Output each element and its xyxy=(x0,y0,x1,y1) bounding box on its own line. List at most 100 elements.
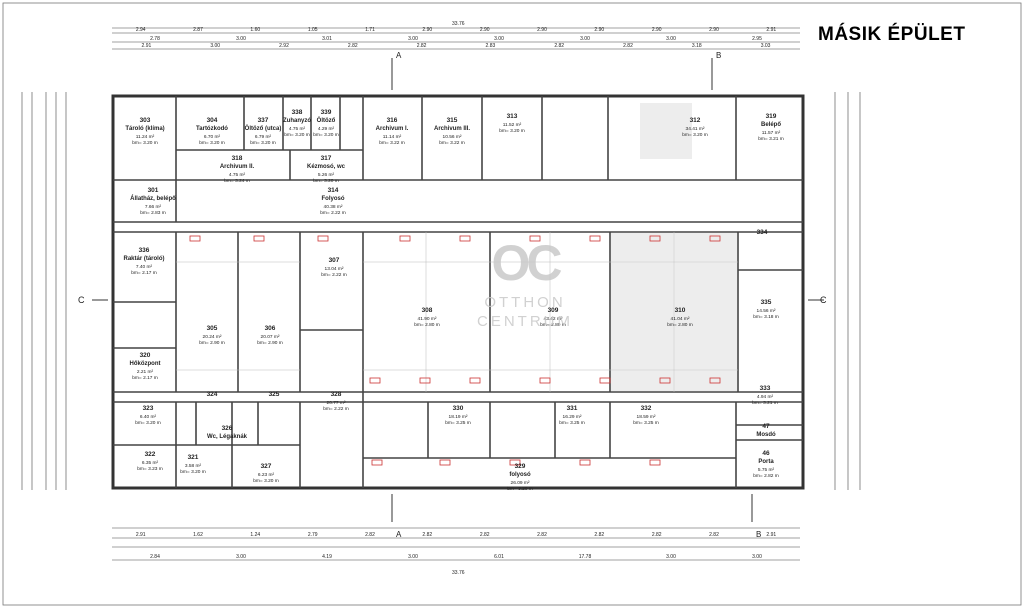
room-number: 303 xyxy=(140,117,151,124)
room-name: Belépő xyxy=(761,122,781,128)
room-name: Raktár (tároló) xyxy=(123,256,164,262)
room-ceiling-height: bm= 3.24 m xyxy=(224,178,249,184)
section-label-a-top: A xyxy=(396,51,402,60)
dimension-value: 3.03 xyxy=(761,43,771,49)
room-ceiling-height: bm= 3.20 m xyxy=(284,132,309,138)
room-ceiling-height: bm= 3.20 m xyxy=(132,140,157,146)
room-area: 4.29 m² xyxy=(318,126,335,132)
section-label-a-bottom: A xyxy=(396,530,402,539)
room-number: 313 xyxy=(507,113,518,120)
room-number: 336 xyxy=(139,247,150,254)
room-number: 338 xyxy=(292,109,303,116)
dimension-value: 1.62 xyxy=(193,532,203,538)
ceiling-markers xyxy=(189,235,721,466)
dimension-value: 3.00 xyxy=(236,554,246,560)
room-number: 321 xyxy=(188,454,199,461)
room-number: 308 xyxy=(422,307,433,314)
dimension-value: 3.00 xyxy=(210,43,220,49)
room-number: 334 xyxy=(757,229,768,236)
section-label-b-bottom: B xyxy=(756,530,761,539)
room-number: 332 xyxy=(641,405,652,412)
room-number: 301 xyxy=(148,187,159,194)
room-area: 14.56 m² xyxy=(757,308,776,314)
dimension-value: 2.94 xyxy=(136,27,146,33)
room-area: 20.24 m² xyxy=(203,334,222,340)
room-number: 305 xyxy=(207,325,218,332)
exterior-walls xyxy=(111,94,805,490)
dimension-value: 2.91 xyxy=(136,532,146,538)
room-area: 40.38 m² xyxy=(324,204,343,210)
room-ceiling-height: bm= 3.22 m xyxy=(439,140,464,146)
dimension-value: 3.00 xyxy=(408,36,418,42)
room-number: 319 xyxy=(766,113,777,120)
room-ceiling-height: bm= 2.80 m xyxy=(414,322,439,328)
room-name: Mosdó xyxy=(756,432,776,438)
dimension-value: 6.01 xyxy=(494,554,504,560)
room-number: 327 xyxy=(261,463,272,470)
room-area: 4.75 m² xyxy=(229,172,246,178)
room-number: 317 xyxy=(321,155,332,162)
room-ceiling-height: bm= 2.17 m xyxy=(132,375,157,381)
dimension-value: 2.82 xyxy=(417,43,427,49)
room-number: 318 xyxy=(232,155,243,162)
dimension-value: 3.18 xyxy=(692,43,702,49)
room-name: Archivum II. xyxy=(220,164,255,170)
room-area: 7.40 m² xyxy=(136,264,153,270)
room-name: Öltöző xyxy=(317,117,336,124)
room-area: 7.66 m² xyxy=(145,204,162,210)
dimension-value: 2.90 xyxy=(652,27,662,33)
room-area: 5.75 m² xyxy=(758,467,775,473)
dimension-value: 2.90 xyxy=(594,27,604,33)
room-area: 18.19 m² xyxy=(449,414,468,420)
room-number: 316 xyxy=(387,117,398,124)
dimension-value: 1.24 xyxy=(250,532,260,538)
room-area: 11.14 m² xyxy=(383,134,402,140)
section-markers xyxy=(92,58,824,522)
dimension-value: 2.90 xyxy=(422,27,432,33)
room-grid xyxy=(176,232,738,392)
dimension-value: 2.82 xyxy=(594,532,604,538)
dimension-value: 2.82 xyxy=(709,532,719,538)
room-number: 337 xyxy=(258,117,269,124)
top-dimension-lines xyxy=(112,27,800,50)
room-ceiling-height: bm= 3.25 m xyxy=(445,420,470,426)
room-area: 20.77 m² xyxy=(327,400,346,406)
shaded-area xyxy=(611,103,737,391)
room-ceiling-height: bm= 2.80 m xyxy=(540,322,565,328)
side-dimension-lines xyxy=(21,92,861,490)
room-name: folyosó xyxy=(509,472,531,478)
dimension-value: 2.82 xyxy=(365,532,375,538)
section-label-c-right: C xyxy=(820,295,827,305)
section-label-c-left: C xyxy=(78,295,85,305)
room-area: 10.56 m² xyxy=(443,134,462,140)
dimension-value: 3.00 xyxy=(752,554,762,560)
room-name: Folyosó xyxy=(321,196,344,202)
room-ceiling-height: bm= 3.20 m xyxy=(180,469,205,475)
room-ceiling-height: bm= 2.83 m xyxy=(140,210,165,216)
room-name: Zuhanyzó xyxy=(283,118,311,124)
room-number: 328 xyxy=(331,391,342,398)
room-number: 314 xyxy=(328,187,339,194)
room-area: 18.59 m² xyxy=(637,414,656,420)
dimension-value: 2.90 xyxy=(480,27,490,33)
dimension-value: 2.87 xyxy=(193,27,203,33)
room-area: 2.21 m² xyxy=(137,369,154,375)
room-number: 312 xyxy=(690,117,701,124)
room-area: 11.52 m² xyxy=(503,122,522,128)
room-area: 3.58 m² xyxy=(185,463,202,469)
room-number: 335 xyxy=(761,299,772,306)
interior-walls xyxy=(113,96,803,488)
dimension-value: 3.00 xyxy=(408,554,418,560)
dimension-value: 3.00 xyxy=(666,36,676,42)
room-ceiling-height: bm= 3.18 m xyxy=(753,314,778,320)
room-number: 323 xyxy=(143,405,154,412)
dimension-value: 1.71 xyxy=(365,27,375,33)
dimension-value: 2.92 xyxy=(279,43,289,49)
dimension-value: 2.90 xyxy=(537,27,547,33)
room-ceiling-height: bm= 3.20 m xyxy=(250,140,275,146)
dimension-value: 3.00 xyxy=(236,36,246,42)
room-number: 329 xyxy=(515,463,526,470)
dimension-value: 2.82 xyxy=(537,532,547,538)
